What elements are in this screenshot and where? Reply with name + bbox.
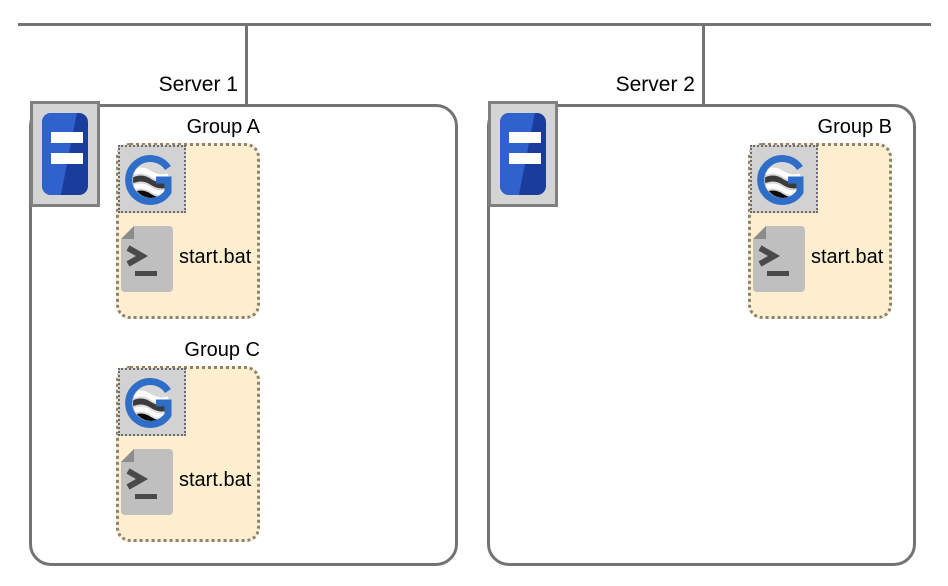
server-rack-bar-bottom bbox=[51, 153, 83, 164]
server-rack-bar-top bbox=[51, 132, 83, 143]
server-rack-icon[interactable] bbox=[488, 101, 558, 207]
server-rack-bar-bottom bbox=[509, 153, 541, 164]
group-c-label: Group C bbox=[184, 339, 260, 361]
server-rack-glyph bbox=[42, 113, 88, 195]
server-1-label: Server 1 bbox=[158, 73, 238, 96]
connector-line-server-1 bbox=[245, 23, 248, 105]
file-label: start.bat bbox=[179, 469, 252, 491]
connector-line-server-2 bbox=[702, 23, 705, 105]
network-bus-line bbox=[18, 23, 931, 26]
globe-g-icon[interactable] bbox=[750, 145, 818, 213]
file-label: start.bat bbox=[811, 246, 884, 268]
group-a-label: Group A bbox=[186, 116, 260, 138]
globe-g-icon[interactable] bbox=[118, 368, 186, 436]
bat-file-icon bbox=[119, 447, 175, 517]
group-b-label: Group B bbox=[817, 116, 892, 138]
bat-file-icon bbox=[119, 224, 175, 294]
server-2-label: Server 2 bbox=[615, 73, 695, 96]
server-rack-icon[interactable] bbox=[30, 101, 100, 207]
file-label: start.bat bbox=[179, 246, 252, 268]
server-rack-glyph bbox=[500, 113, 546, 195]
bat-file-icon bbox=[751, 224, 807, 294]
globe-g-icon[interactable] bbox=[118, 145, 186, 213]
server-rack-bar-top bbox=[509, 132, 541, 143]
